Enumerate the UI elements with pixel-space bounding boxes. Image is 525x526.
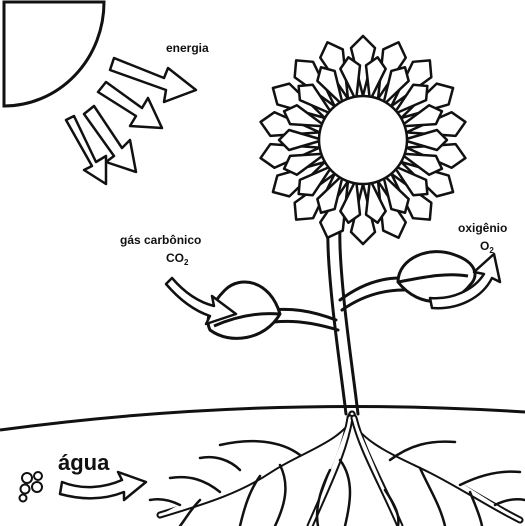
water-bubble-icon [20, 472, 43, 502]
leaf-stalks [270, 278, 404, 330]
ground-line [0, 406, 525, 430]
water-label: água [58, 450, 110, 475]
sun-icon [4, 2, 104, 106]
co2-subscript: 2 [184, 258, 189, 267]
o2-name-label: oxigênio [458, 221, 507, 235]
co2-name-label: gás carbônico [120, 233, 201, 247]
light-ray-arrow-icon [98, 82, 162, 128]
flower-center [319, 96, 407, 184]
energy-label: energia [166, 41, 209, 55]
co2-formula-label: CO2 [166, 251, 189, 267]
o2-subscript: 2 [489, 246, 494, 255]
flower-icon [258, 36, 467, 244]
water-arrow-icon [60, 472, 146, 500]
o2-formula-label: O2 [480, 239, 494, 255]
co2-formula: CO [166, 251, 184, 265]
o2-formula: O [480, 239, 489, 253]
energy-arrows [66, 58, 196, 184]
root-icon [150, 414, 525, 526]
